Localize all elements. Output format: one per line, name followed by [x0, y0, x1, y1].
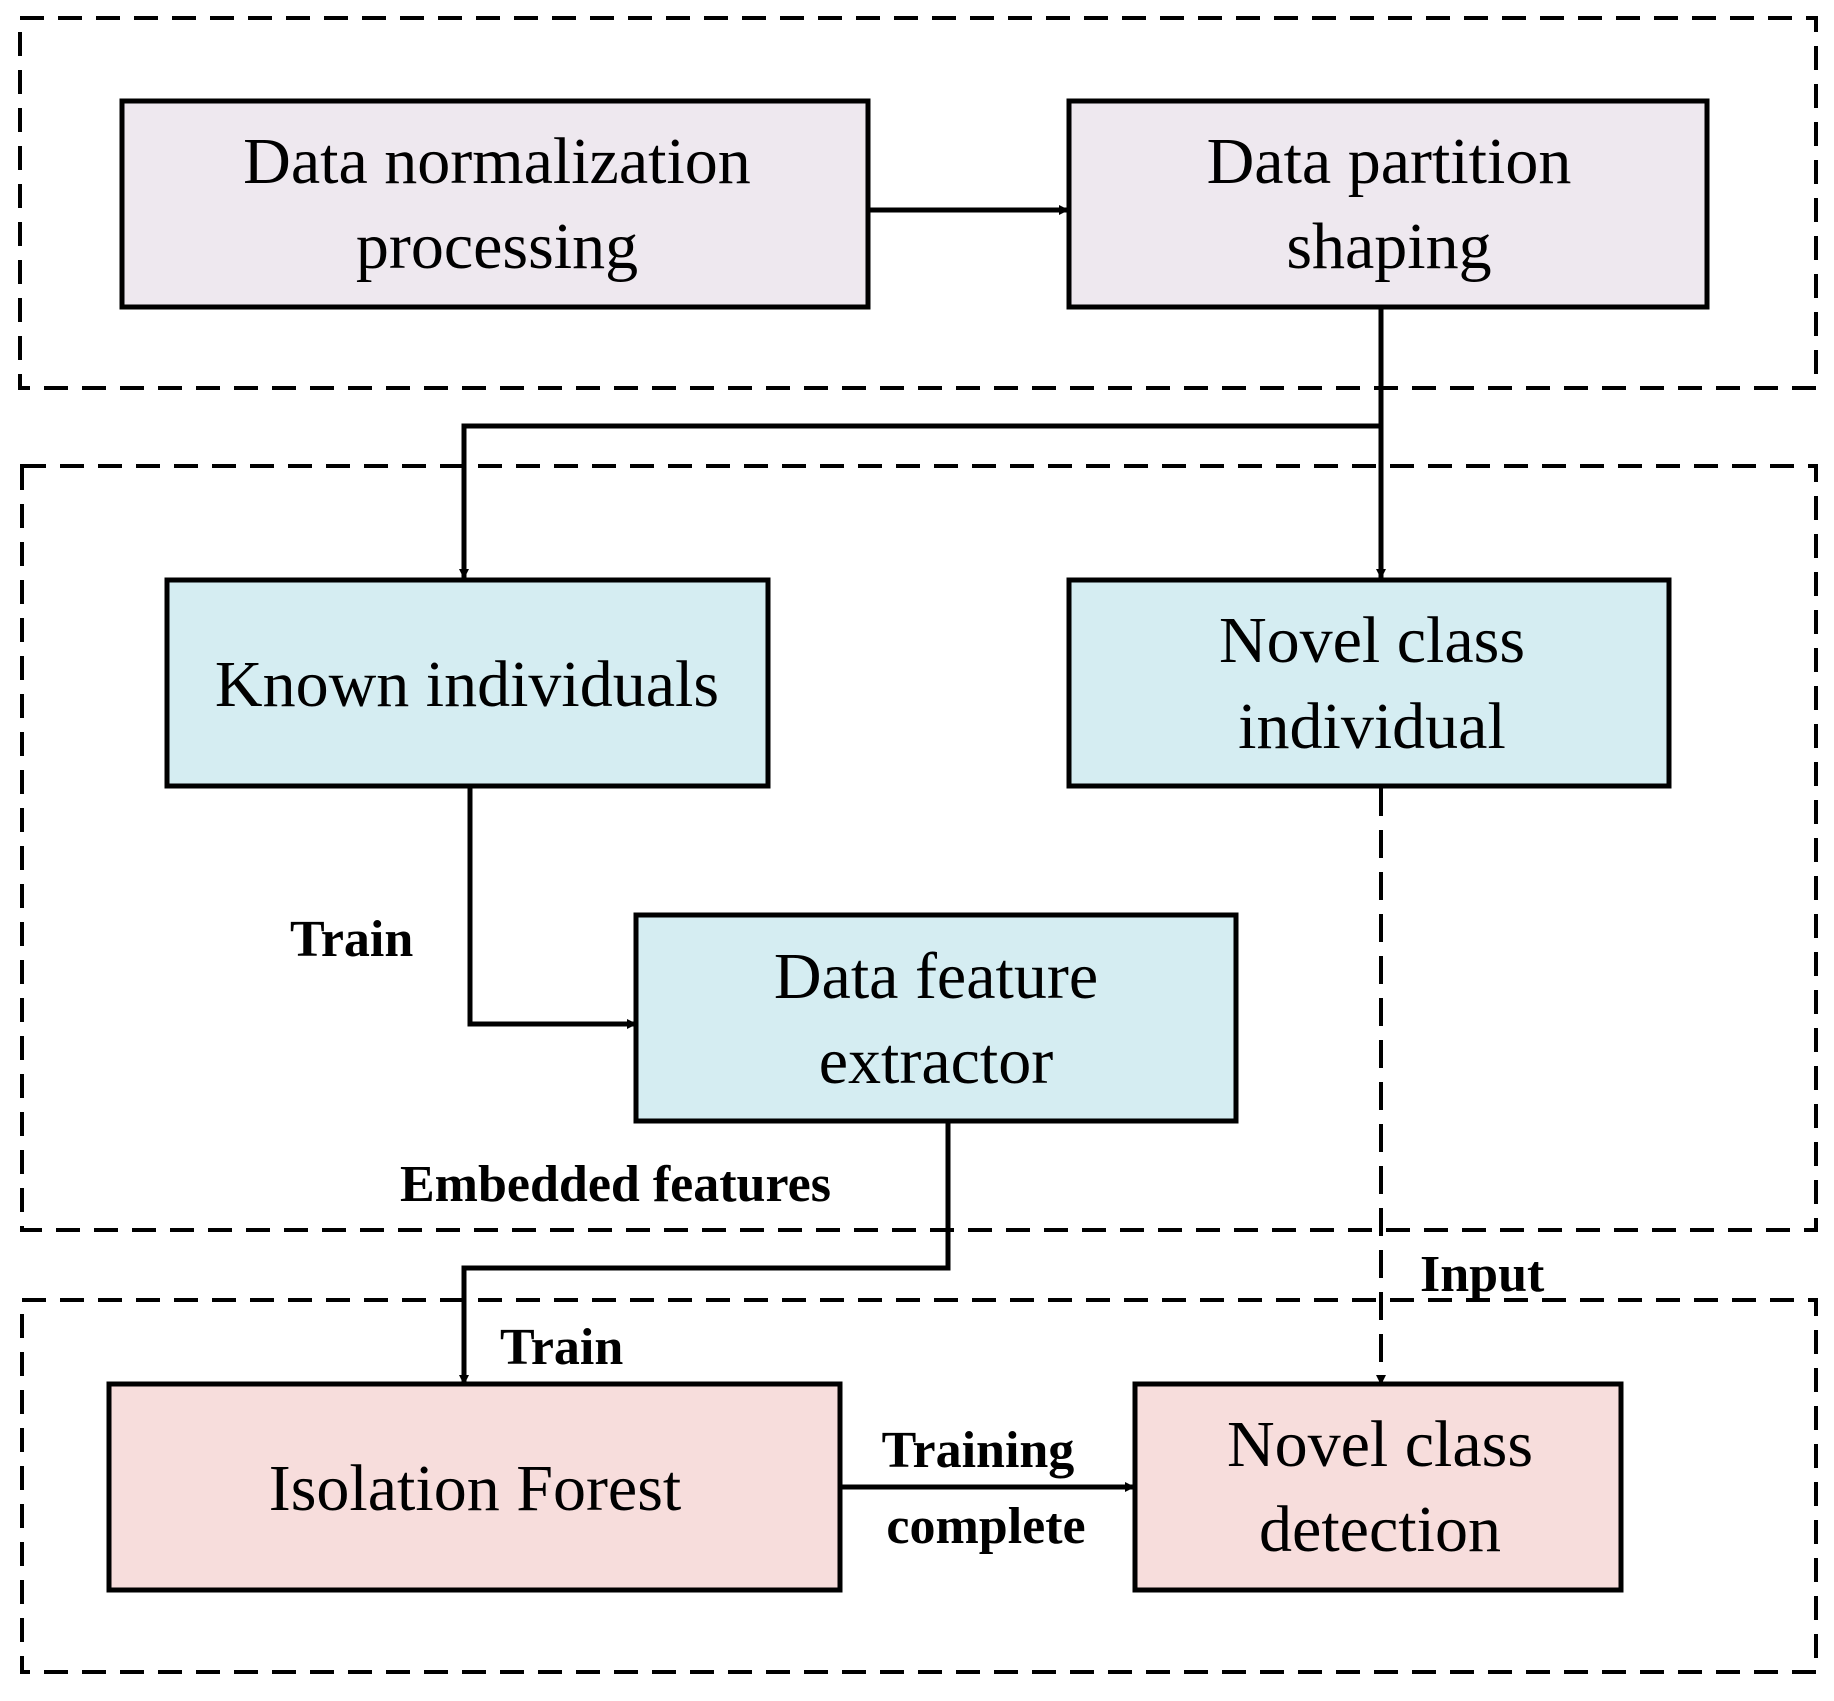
novel-individual-label-line-2: individual — [1238, 690, 1506, 763]
connector-known-to-extractor — [467, 786, 637, 1029]
partition-box — [1066, 98, 1710, 310]
connector-extractor-to-forest — [459, 1120, 951, 1385]
partition-label-line-1: Data partition — [1207, 125, 1572, 198]
training-complete-edge-label-line-1: Training — [882, 1422, 1075, 1479]
partition-label-line-2: shaping — [1286, 210, 1491, 283]
normalization-label-line-2: processing — [356, 210, 638, 283]
feature-extractor-label-line-1: Data feature — [774, 940, 1098, 1013]
input-edge-label: Input — [1420, 1246, 1545, 1303]
novel-detection-label-line-1: Novel class — [1227, 1408, 1533, 1481]
connector-partition-to-known — [459, 423, 1381, 579]
novel-detection-label-line-2: detection — [1259, 1493, 1501, 1566]
novel-detection-box — [1132, 1381, 1624, 1593]
feature-extractor-box — [633, 912, 1239, 1124]
train-forest-edge-label: Train — [500, 1319, 623, 1376]
isolation-forest-box — [106, 1381, 843, 1593]
isolation-forest-label: Isolation Forest — [269, 1452, 681, 1525]
feature-learning-group-frame — [20, 464, 1818, 1232]
train-extractor-edge-label: Train — [290, 911, 413, 968]
training-complete-edge-label-line-2: complete — [886, 1498, 1085, 1555]
novel-individual-label-line-1: Novel class — [1219, 604, 1525, 677]
preprocessing-group-frame — [18, 16, 1818, 390]
detection-group-frame — [20, 1298, 1818, 1674]
feature-extractor-label-line-2: extractor — [819, 1025, 1054, 1098]
normalization-box — [119, 98, 871, 310]
known-individuals-label: Known individuals — [215, 648, 719, 721]
novel-individual-box — [1066, 577, 1672, 789]
normalization-label-line-1: Data normalization — [243, 125, 751, 198]
known-individuals-box — [164, 577, 771, 789]
embedded-features-edge-label: Embedded features — [400, 1156, 831, 1213]
